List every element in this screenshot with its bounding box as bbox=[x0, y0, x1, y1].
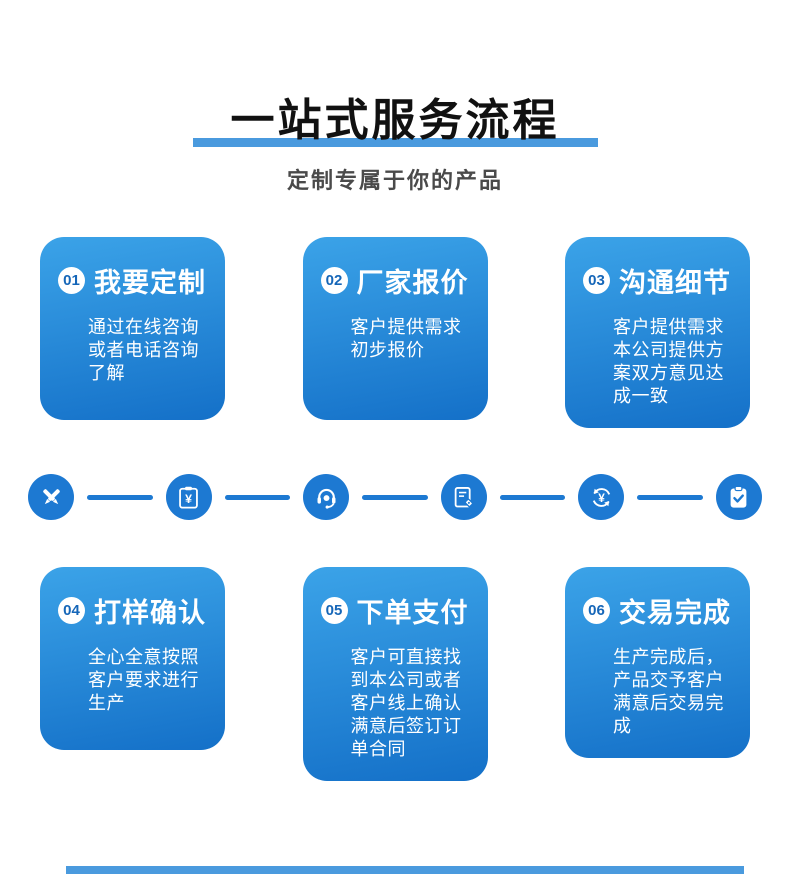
step-title: 我要定制 bbox=[94, 268, 206, 298]
step-card-03: 03 沟通细节 客户提供需求本公司提供方案双方意见达成一致 bbox=[565, 237, 750, 428]
step-card-06: 06 交易完成 生产完成后，产品交予客户满意后交易完成 bbox=[565, 567, 750, 758]
connector-line bbox=[224, 494, 291, 500]
step-number-badge: 02 bbox=[320, 267, 348, 294]
step-description: 生产完成后，产品交予客户满意后交易完成 bbox=[613, 647, 724, 736]
design-pens-icon bbox=[28, 474, 74, 520]
title-block: 一站式服务流程 定制专属于你的产品 bbox=[0, 84, 790, 195]
payment-yen-cycle-icon: ¥ bbox=[578, 474, 625, 520]
order-document-tag-icon bbox=[440, 474, 487, 520]
connector-line bbox=[499, 494, 566, 500]
steps-row-bottom: 04 打样确认 全心全意按照客户要求进行生产 05 下单支付 客户可直接找到本公… bbox=[0, 567, 790, 781]
step-number-badge: 01 bbox=[58, 267, 85, 294]
step-card-01: 01 我要定制 通过在线咨询或者电话咨询了解 bbox=[40, 237, 225, 420]
design-pens-icon bbox=[42, 488, 60, 504]
customer-service-headset-icon bbox=[303, 474, 350, 520]
step-card-header: 04 打样确认 bbox=[58, 591, 211, 630]
step-card-04: 04 打样确认 全心全意按照客户要求进行生产 bbox=[40, 567, 225, 750]
step-number-badge: 03 bbox=[583, 267, 610, 294]
step-card-header: 01 我要定制 bbox=[58, 261, 211, 300]
completed-clipboard-check-icon bbox=[715, 474, 762, 520]
connector-line bbox=[637, 494, 703, 500]
connector-line bbox=[362, 494, 428, 500]
step-card-header: 05 下单支付 bbox=[320, 591, 474, 630]
step-number-badge: 04 bbox=[58, 597, 85, 624]
step-description: 通过在线咨询或者电话咨询了解 bbox=[88, 317, 199, 383]
page-subtitle: 定制专属于你的产品 bbox=[286, 168, 503, 193]
step-title: 打样确认 bbox=[94, 598, 206, 628]
connector-line bbox=[87, 494, 153, 500]
step-number-badge: 06 bbox=[583, 597, 610, 624]
page-title: 一站式服务流程 bbox=[192, 84, 598, 148]
step-number-badge: 05 bbox=[320, 597, 348, 624]
step-title: 下单支付 bbox=[356, 598, 469, 628]
completed-clipboard-check-icon bbox=[731, 485, 747, 508]
step-card-header: 03 沟通细节 bbox=[583, 261, 736, 300]
step-card-02: 02 厂家报价 客户提供需求初步报价 bbox=[302, 237, 488, 420]
step-title: 沟通细节 bbox=[619, 268, 731, 298]
customer-service-headset-icon bbox=[317, 488, 336, 509]
step-description: 全心全意按照客户要求进行生产 bbox=[88, 647, 199, 713]
step-card-05: 05 下单支付 客户可直接找到本公司或者客户线上确认满意后签订订单合同 bbox=[302, 567, 488, 781]
quote-clipboard-yen-icon: ¥ bbox=[165, 474, 212, 520]
step-description: 客户提供需求本公司提供方案双方意见达成一致 bbox=[613, 317, 724, 406]
svg-text:¥: ¥ bbox=[598, 490, 605, 504]
step-description: 客户可直接找到本公司或者客户线上确认满意后签订订单合同 bbox=[350, 647, 462, 759]
step-title: 厂家报价 bbox=[356, 268, 469, 298]
step-description: 客户提供需求初步报价 bbox=[350, 317, 462, 360]
step-card-header: 06 交易完成 bbox=[583, 591, 736, 630]
svg-text:¥: ¥ bbox=[185, 491, 192, 505]
step-title: 交易完成 bbox=[619, 598, 731, 628]
process-icon-row: ¥ bbox=[0, 474, 790, 520]
order-document-tag-icon bbox=[455, 486, 474, 507]
quote-clipboard-yen-icon: ¥ bbox=[179, 486, 198, 509]
steps-row-top: 01 我要定制 通过在线咨询或者电话咨询了解 02 厂家报价 客户提供需求初步报… bbox=[0, 237, 790, 428]
payment-yen-cycle-icon: ¥ bbox=[592, 487, 611, 507]
bottom-accent-bar bbox=[66, 866, 744, 874]
step-card-header: 02 厂家报价 bbox=[320, 261, 474, 300]
